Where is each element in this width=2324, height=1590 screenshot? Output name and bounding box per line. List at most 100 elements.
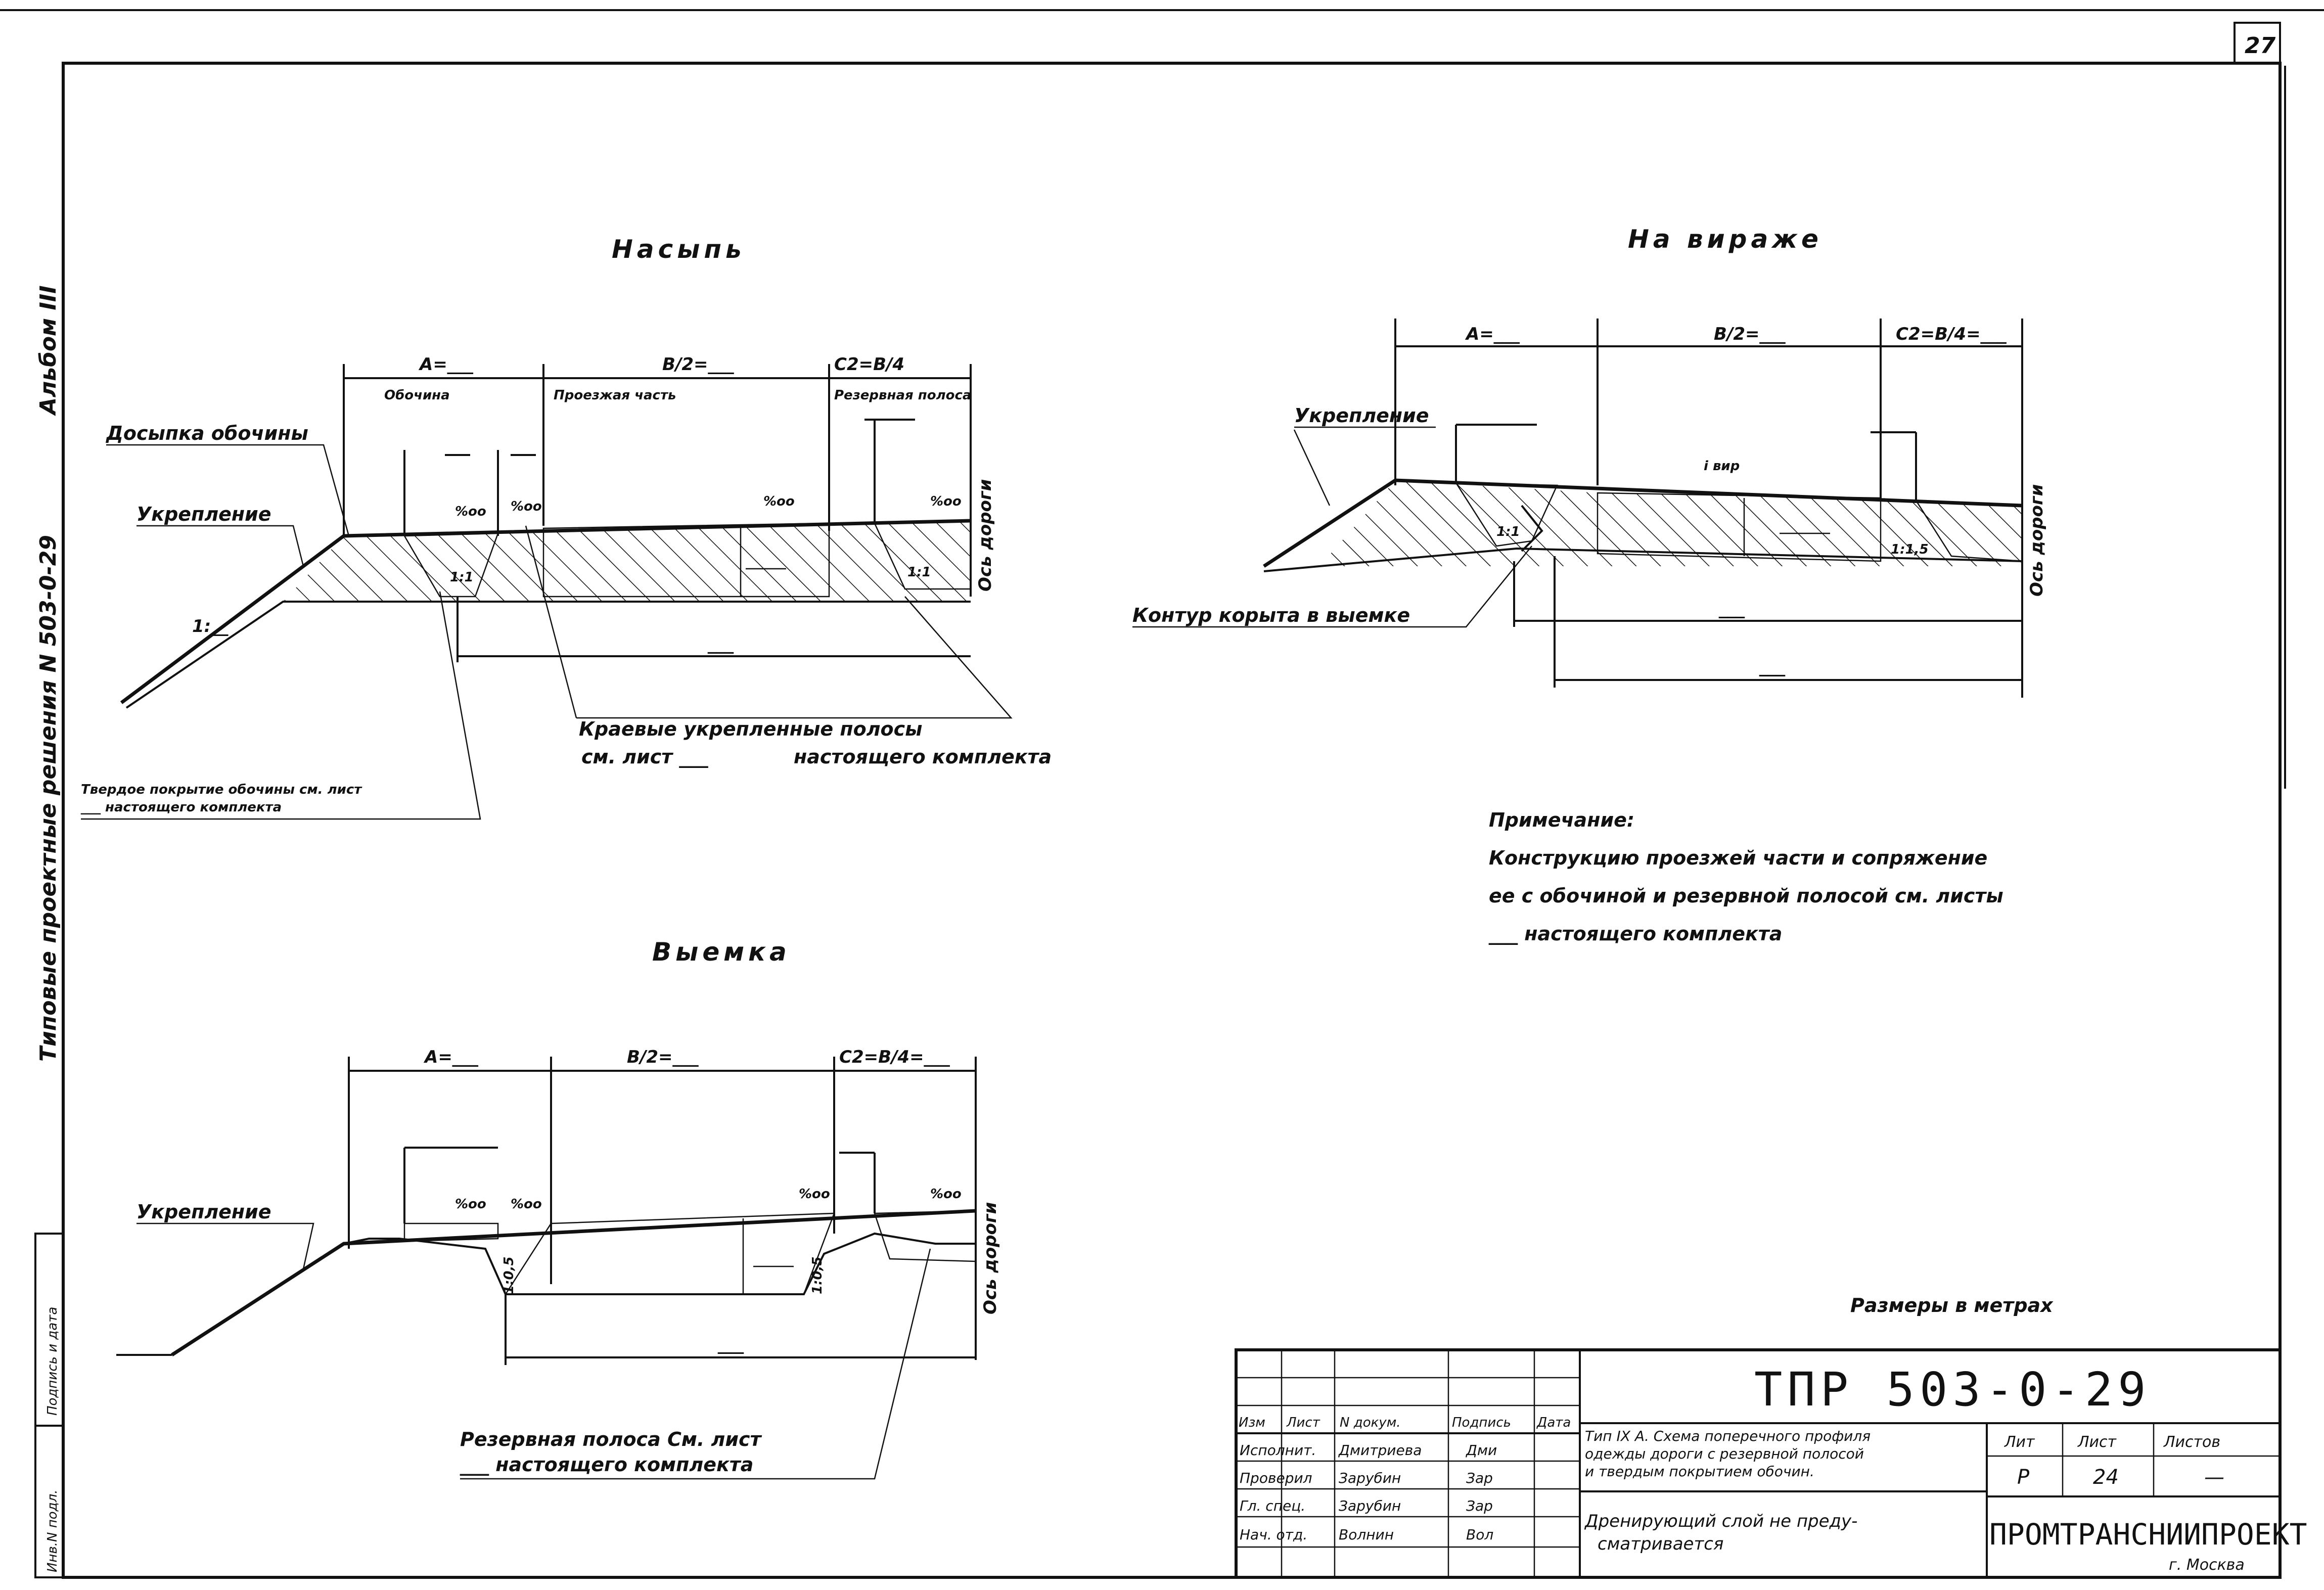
row3-name: Зарубин <box>1339 1497 1401 1514</box>
bend-dim-c: С2=В/4=___ <box>1896 324 2007 344</box>
series-label: Типовые проектные решения N 503-0-29 <box>35 535 61 1062</box>
embankment-slope-mid: %oo <box>511 499 542 514</box>
cut-dim-c: С2=В/4=___ <box>839 1047 950 1067</box>
sheet-frame: 27 <box>0 9 2324 1579</box>
header-sheet: Лист <box>1286 1415 1320 1430</box>
embankment-reinforcement-label: Укрепление <box>136 503 271 525</box>
bend-axis-label: Ось дороги <box>2027 484 2047 597</box>
cut-ratio-1: 1:0,5 <box>502 1256 517 1294</box>
title-block: Изм Лист N докум. Подпись Дата Исполнит.… <box>1235 1348 2307 1579</box>
sheet-number: 27 <box>2245 33 2276 59</box>
bend-ratio-2: 1:1,5 <box>1891 542 1929 557</box>
embankment-slope-right: %oo <box>763 494 795 509</box>
header-signature: Подпись <box>1452 1415 1511 1430</box>
row2-name: Зарубин <box>1339 1470 1401 1486</box>
embankment-slope-left: %oo <box>455 504 486 519</box>
sheets-label: Листов <box>2163 1433 2220 1451</box>
embankment-ratio-1: 1:1 <box>450 570 474 585</box>
edge-strips-label-1: Краевые укрепленные полосы <box>579 718 923 740</box>
section-cut: Выемка А=___ В/2=___ С2=В/4=___ Ось доро… <box>116 937 1000 1480</box>
section-embankment: Насыпь А=___ В/2=___ С2=В/4 Обочина Прое… <box>80 235 1052 820</box>
row1-role: Исполнит. <box>1240 1442 1316 1459</box>
bend-ratio-1: 1:1 <box>1496 524 1520 539</box>
fill-shoulder-label: Досыпка обочины <box>106 422 308 444</box>
cut-dim-a: А=___ <box>423 1047 479 1067</box>
bend-width-1: ___ <box>1718 599 1745 619</box>
reserve-label-2: ___ настоящего комплекта <box>460 1453 753 1476</box>
inv-number-cell: Инв.N подл. <box>45 1489 60 1572</box>
header-change: Изм <box>1239 1415 1265 1430</box>
bend-width-2: ___ <box>1759 657 1786 677</box>
note-line-3: ___ настоящего комплекта <box>1488 923 1782 945</box>
header-date: Дата <box>1536 1415 1571 1430</box>
reserve-strip-label: Резервная полоса <box>834 388 971 403</box>
album-label: Альбом III <box>35 286 61 416</box>
note-line-2: ее с обочиной и резервной полосой см. ли… <box>1489 885 2003 907</box>
bend-reinforcement-label: Укрепление <box>1294 404 1429 427</box>
document-code: ТПР 503-0-29 <box>1754 1362 2151 1417</box>
embankment-dim-b: В/2=___ <box>662 354 734 375</box>
embankment-dim-a: А=___ <box>418 354 474 375</box>
sheet-title-1: Тип IX А. Схема поперечного профиля <box>1585 1428 1871 1444</box>
drain-note-2: сматривается <box>1598 1534 1723 1554</box>
reserve-label-1: Резервная полоса См. лист <box>460 1428 762 1450</box>
hard-cover-label-1: Твердое покрытие обочины см. лист <box>81 782 362 797</box>
carriageway-label: Проезжая часть <box>554 388 676 403</box>
side-margin: Альбом III Типовые проектные решения N 5… <box>34 286 64 1578</box>
embankment-ratio-2: 1:1 <box>907 565 931 580</box>
row4-sig: Вол <box>1466 1526 1493 1543</box>
sheet-title-2: одежды дороги с резервной полосой <box>1585 1445 1864 1462</box>
row3-sig: Зар <box>1466 1497 1493 1514</box>
sheet-value: 24 <box>2093 1466 2119 1489</box>
contour-label: Контур корыта в выемке <box>1132 604 1410 626</box>
cut-ratio-2: 1:0,5 <box>810 1256 825 1294</box>
lit-value: Р <box>2017 1466 2030 1489</box>
organization-city: г. Москва <box>2169 1556 2245 1574</box>
row2-sig: Зар <box>1466 1470 1493 1486</box>
row1-name: Дмитриева <box>1338 1442 1422 1459</box>
sheet-title-3: и твердым покрытием обочин. <box>1585 1463 1814 1480</box>
note-title: Примечание: <box>1489 809 1634 831</box>
cut-slope-right: %oo <box>799 1187 830 1202</box>
embankment-title: Насыпь <box>612 235 746 264</box>
sheet-number-box <box>2234 22 2281 64</box>
edge-strips-label-2: см. лист ___ <box>581 746 708 768</box>
signature-date-cell: Подпись и дата <box>45 1307 60 1416</box>
row1-sig: Дми <box>1465 1442 1497 1459</box>
sheet-label: Лист <box>2077 1433 2117 1451</box>
cut-slope-mid: %oo <box>511 1197 542 1212</box>
row2-role: Проверил <box>1240 1470 1312 1486</box>
units-note: Размеры в метрах <box>1850 1294 2054 1316</box>
header-doc: N докум. <box>1340 1415 1401 1430</box>
cut-slope-left: %oo <box>455 1197 486 1212</box>
embankment-dim-c: С2=В/4 <box>834 354 904 375</box>
organization-name: ПРОМТРАНСНИИПРОЕКТ <box>1989 1517 2307 1552</box>
embankment-width-below: ___ <box>707 634 734 654</box>
bend-slope-label: i вир <box>1704 459 1740 474</box>
cut-dim-b: В/2=___ <box>627 1047 699 1067</box>
cut-axis-label: Ось дороги <box>980 1202 1000 1315</box>
cut-title: Выемка <box>652 937 791 967</box>
note-block: Примечание: Конструкцию проезжей части и… <box>1488 809 2003 945</box>
cut-slope-far: %oo <box>930 1187 962 1202</box>
hard-cover-label-2: ___ настоящего комплекта <box>80 800 282 815</box>
embankment-slope-label: 1:__ <box>192 616 229 637</box>
embankment-slope-far: %oo <box>930 494 962 509</box>
edge-strips-label-3: настоящего комплекта <box>794 746 1052 768</box>
section-bend: На вираже А=___ В/2=___ С2=В/4=___ Ось д… <box>1132 224 2047 698</box>
sheets-value: — <box>2204 1466 2224 1489</box>
bend-dim-b: В/2=___ <box>1714 324 1786 344</box>
bend-title: На вираже <box>1628 224 1822 254</box>
drain-note-1: Дренирующий слой не преду- <box>1584 1511 1857 1531</box>
embankment-axis-label: Ось дороги <box>975 479 995 592</box>
bend-dim-a: А=___ <box>1465 324 1520 344</box>
row3-role: Гл. спец. <box>1240 1497 1305 1514</box>
cut-reinforcement-label: Укрепление <box>136 1201 271 1223</box>
note-line-1: Конструкцию проезжей части и сопряжение <box>1489 847 1987 869</box>
cut-width-below: ___ <box>717 1334 744 1354</box>
row4-role: Нач. отд. <box>1240 1526 1307 1543</box>
row4-name: Волнин <box>1339 1526 1394 1543</box>
shoulder-label: Обочина <box>384 388 450 403</box>
lit-label: Лит <box>2004 1433 2035 1451</box>
